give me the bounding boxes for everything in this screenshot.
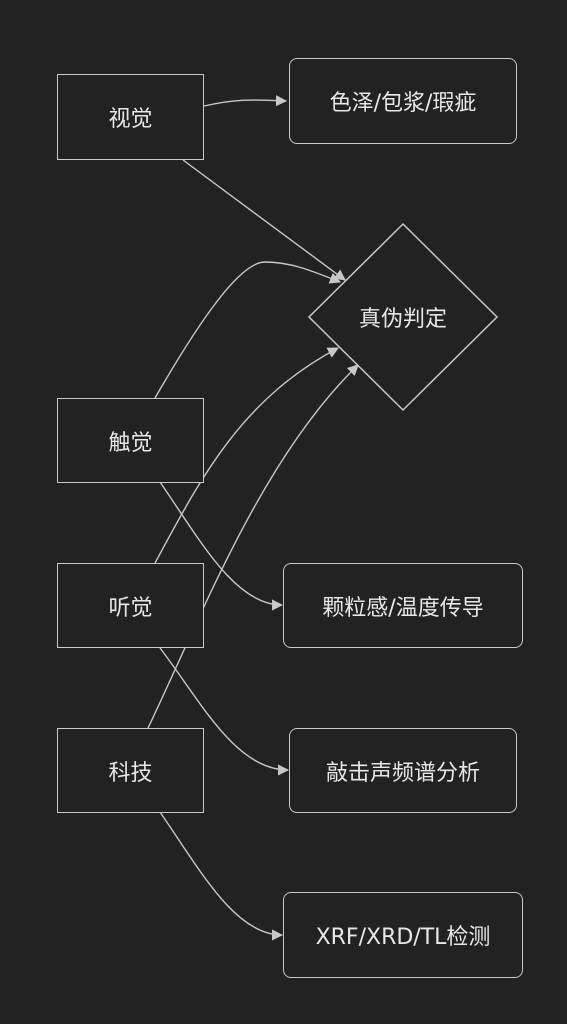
edge-tech-to-xrf [159, 811, 284, 941]
node-tech-label: 科技 [108, 760, 153, 786]
edge-hearing-to-decision [154, 347, 339, 564]
node-visual-label: 视觉 [108, 107, 153, 132]
edge-hearing-to-sound [159, 647, 290, 776]
decision-diamond [307, 222, 499, 412]
node-visual-detail[interactable]: 色泽/包浆/瑕疵 [289, 58, 517, 144]
edge-visual-to-appearance [203, 95, 288, 107]
node-hearing-detail-label: 敲击声频谱分析 [325, 760, 480, 786]
node-touch-detail-label: 颗粒感/温度传导 [322, 595, 484, 621]
edge-tech-to-decision [147, 364, 359, 729]
node-visual[interactable]: 视觉 [57, 74, 204, 160]
edge-touch-to-texture [159, 481, 284, 611]
node-tech-detail-label: XRF/XRD/TL检测 [315, 925, 491, 950]
node-tech-detail[interactable]: XRF/XRD/TL检测 [283, 892, 523, 978]
node-touch[interactable]: 触觉 [57, 398, 204, 483]
edge-visual-to-decision [182, 159, 346, 281]
node-decision-label: 真伪判定 [358, 307, 447, 332]
node-decision[interactable]: 真伪判定 [309, 224, 497, 410]
node-hearing-label: 听觉 [108, 595, 153, 621]
node-visual-detail-label: 色泽/包浆/瑕疵 [329, 91, 477, 116]
node-tech[interactable]: 科技 [57, 728, 204, 813]
node-touch-detail[interactable]: 颗粒感/温度传导 [283, 563, 523, 648]
edge-touch-to-decision [154, 261, 342, 399]
node-hearing-detail[interactable]: 敲击声频谱分析 [289, 728, 517, 813]
node-hearing[interactable]: 听觉 [57, 563, 204, 648]
node-touch-label: 触觉 [108, 430, 153, 456]
